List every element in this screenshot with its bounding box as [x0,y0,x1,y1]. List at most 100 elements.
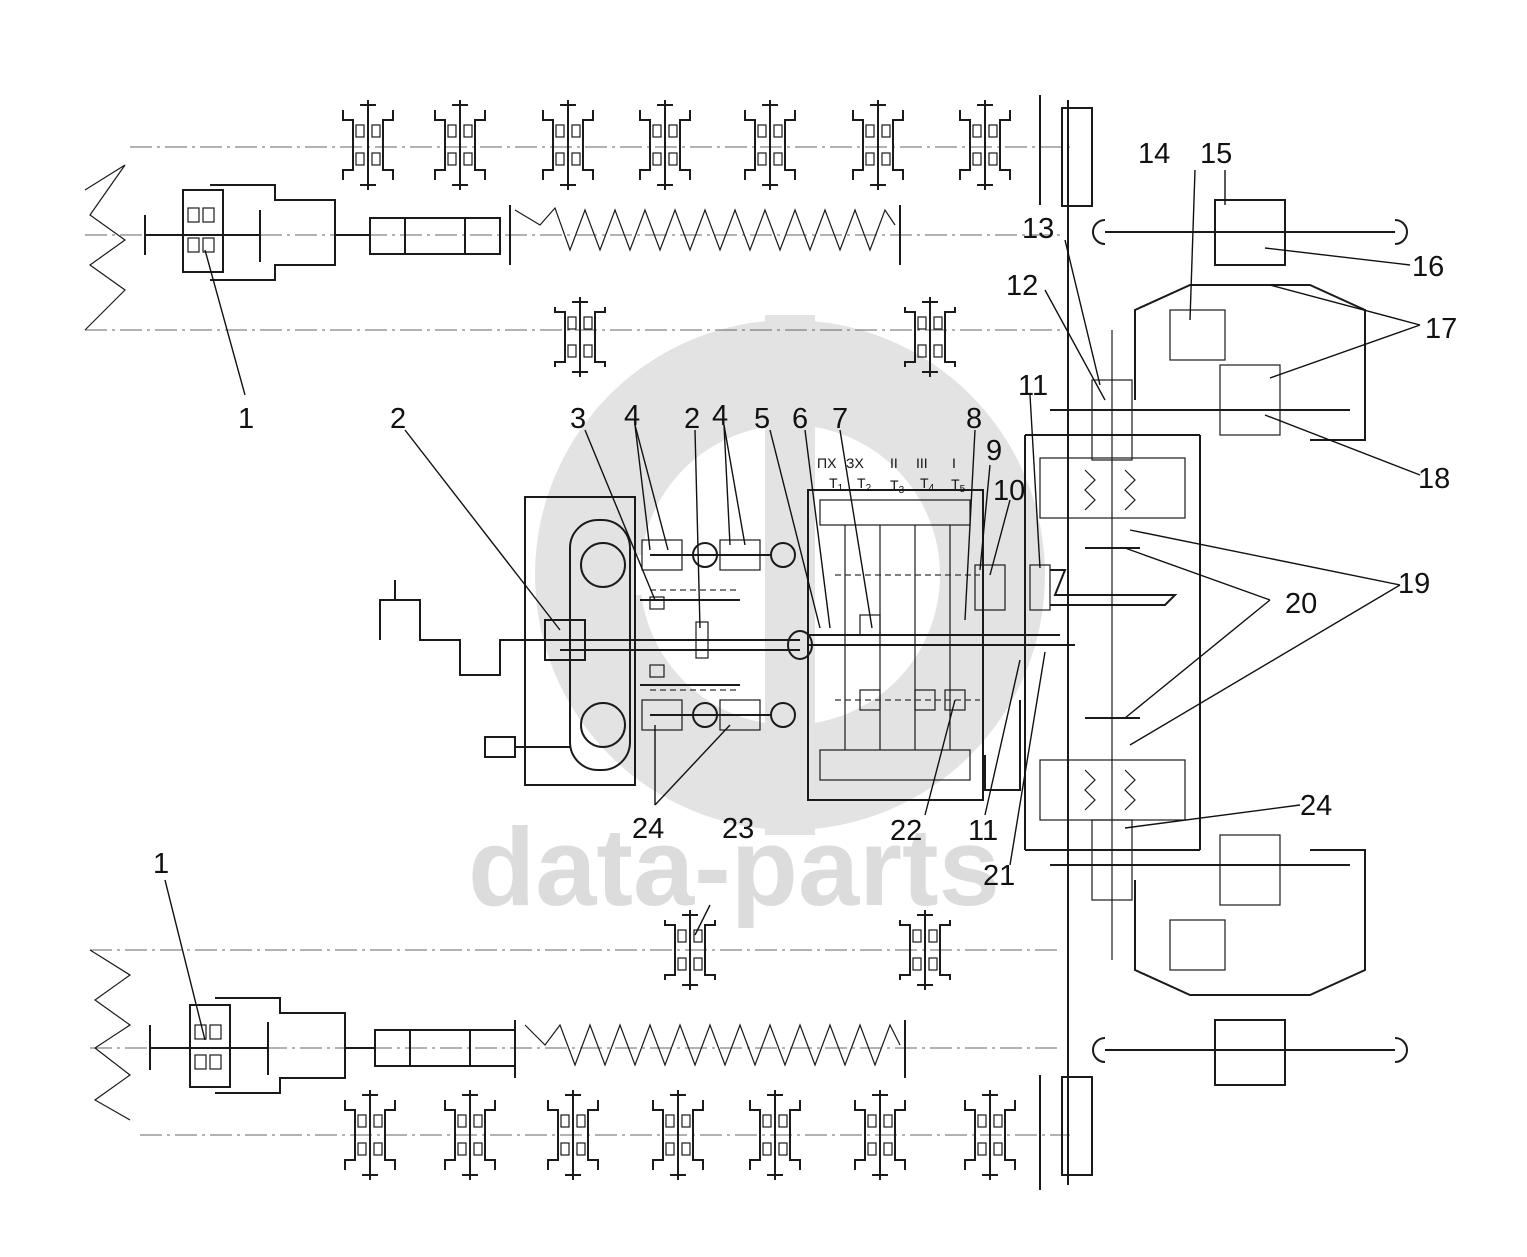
bottom-road-wheel-6 [854,1090,906,1180]
top-road-wheel-1-part [355,152,365,166]
top-road-wheel-6-part [852,110,864,180]
bottom-road-wheel-7-part [977,1142,987,1156]
support-roller-top-right-part [917,316,927,330]
support-roller-top-left-part [583,316,593,330]
top-road-wheel-7-part [988,124,998,138]
bottom-road-wheel-7-part [993,1142,1003,1156]
top-road-wheel-3-part [582,110,594,180]
header-label-reverse: ПХ [817,455,837,471]
support-roller-bottom-right-part [939,920,951,980]
top-road-wheel-2 [434,100,486,190]
callout-2-mid: 2 [684,403,700,435]
callout-labels: 1 1 2 2 3 4 4 5 6 7 8 9 10 11 11 12 13 1… [153,138,1457,892]
callout-4-left: 4 [624,400,640,432]
bottom-road-wheel-2-part [473,1114,483,1128]
bottom-road-wheel-4-part [665,1114,675,1128]
support-roller-bottom-left-part [693,929,703,943]
top-track [84,95,1093,331]
callout-20: 20 [1285,588,1317,620]
top-road-wheel-1 [342,100,394,190]
top-road-wheel-5-part [757,124,767,138]
bottom-road-wheel-7-part [1004,1100,1016,1170]
bottom-road-wheel-3-part [547,1100,559,1170]
bottom-road-wheel-5 [749,1090,801,1180]
top-road-wheel-6-part [892,110,904,180]
callout-4-right: 4 [712,400,728,432]
gearbox [807,489,1178,801]
top-road-wheel-2-part [463,124,473,138]
callout-8: 8 [966,403,982,435]
top-road-wheel-3-part [571,124,581,138]
top-road-wheel-5-part [744,110,756,180]
top-road-wheel-4-part [652,152,662,166]
top-road-wheel-5-part [773,124,783,138]
bottom-road-wheel-3-part [560,1142,570,1156]
watermark-text: data-parts [468,806,1000,929]
bottom-road-wheel-4-part [652,1100,664,1170]
support-roller-top-left [554,297,606,377]
top-road-wheel-6-part [881,124,891,138]
support-roller-top-left-part [594,307,606,367]
bottom-road-wheel-4 [652,1090,704,1180]
top-road-wheel-4 [639,100,691,190]
support-roller-top-right-part [917,344,927,358]
bottom-road-wheel-1-part [373,1142,383,1156]
top-road-wheel-6-part [865,124,875,138]
clutch-t3: Т3 [890,477,905,496]
bottom-road-wheel-6-part [894,1100,906,1170]
top-road-wheel-2-part [434,110,446,180]
top-road-wheel-6-part [865,152,875,166]
callout-16: 16 [1412,251,1444,283]
support-roller-top-right-part [933,344,943,358]
bottom-road-wheel-6-part [854,1100,866,1170]
callout-7: 7 [832,403,848,435]
top-road-wheel-7 [959,100,1011,190]
support-roller-top-right-part [904,307,916,367]
top-road-wheel-2-part [463,152,473,166]
support-roller-top-right-part [933,316,943,330]
bottom-track [89,949,1093,1190]
support-roller-bottom-right-part [899,920,911,980]
top-road-wheel-7-part [999,110,1011,180]
watermark: data-parts [468,315,1045,929]
top-road-wheel-1-part [382,110,394,180]
bottom-road-wheel-2-part [457,1114,467,1128]
top-road-wheel-3 [542,100,594,190]
top-road-wheel-2-part [447,124,457,138]
torque-converter [379,496,813,786]
bottom-road-wheels [344,1090,1016,1180]
bottom-road-wheel-5-part [762,1114,772,1128]
bottom-road-wheel-2-part [473,1142,483,1156]
bottom-road-wheel-4-part [681,1142,691,1156]
support-roller-bottom-left [664,910,716,990]
top-road-wheel-4-part [652,124,662,138]
callout-21: 21 [983,860,1015,892]
bottom-final-drive [149,997,906,1094]
bottom-road-wheel-1-part [384,1100,396,1170]
top-road-wheel-3-part [542,110,554,180]
bottom-road-wheel-7-part [964,1100,976,1170]
callout-5: 5 [754,403,770,435]
callout-14: 14 [1138,138,1170,170]
bottom-road-wheel-5-part [789,1100,801,1170]
callout-19: 19 [1398,568,1430,600]
bottom-road-wheel-7-part [993,1114,1003,1128]
support-roller-bottom-left-part [677,929,687,943]
callout-1-bottom: 1 [153,848,169,880]
top-road-wheel-5 [744,100,796,190]
callout-11-top: 11 [1018,370,1048,402]
bottom-road-wheel-5-part [778,1142,788,1156]
top-road-wheel-2-part [447,152,457,166]
bottom-road-wheel-5-part [762,1142,772,1156]
callout-22: 22 [890,815,922,847]
callout-6: 6 [792,403,808,435]
bottom-road-wheel-2 [444,1090,496,1180]
header-label-3x: ЗХ [846,455,864,471]
top-final-drive [144,184,901,281]
support-roller-bottom-right-part [912,957,922,971]
bottom-road-wheel-2-part [444,1100,456,1170]
callout-9: 9 [986,435,1002,467]
top-road-wheel-1-part [342,110,354,180]
bottom-road-wheel-6-part [883,1142,893,1156]
callout-24-right: 24 [1300,790,1332,822]
